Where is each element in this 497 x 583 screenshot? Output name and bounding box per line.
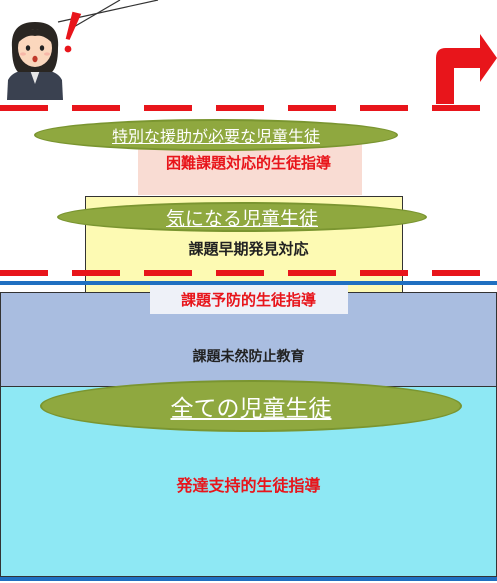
turn-arrow-icon [436,34,497,104]
ellipse-all-students: 全ての児童生徒 [40,380,462,432]
tier-base-lower-label: 発達支持的生徒指導 [176,476,321,495]
tier-top-label: 困難課題対応的生徒指導 [165,154,331,172]
tier-middle-label: 課題早期発見対応 [188,240,309,258]
ellipse-special-support-students: 特別な援助が必要な児童生徒 [34,119,398,151]
lower-boundary-line [0,270,497,276]
exclamation-icon [64,11,82,53]
bottom-blue-line [0,577,497,581]
blue-separator-line [0,281,497,285]
preventive-guidance-label-box [150,285,348,314]
preventive-guidance-label: 課題予防的生徒指導 [180,291,316,309]
ellipse-students-of-concern: 気になる児童生徒 [57,202,427,232]
person-avatar-icon [7,22,63,100]
tier-base-upper-label: 課題未然防止教育 [192,349,305,365]
upper-boundary-line [0,105,497,111]
